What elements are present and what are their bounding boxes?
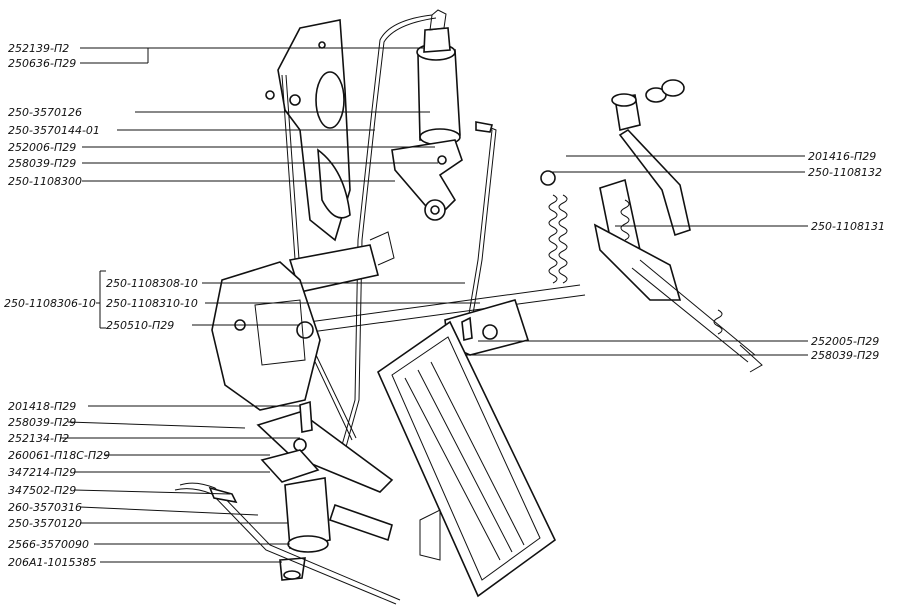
label-250-3570126: 250-3570126 xyxy=(8,106,82,119)
lower-air-cylinder xyxy=(260,449,331,581)
label-252006-p29: 252006-П29 xyxy=(8,141,76,154)
label-260061-p18c-p29: 260061-П18С-П29 xyxy=(8,449,110,462)
label-206a1-1015385: 206А1-1015385 xyxy=(8,556,96,569)
return-spring-left xyxy=(540,170,568,284)
label-250-1108308-10: 250-1108308-10 xyxy=(106,277,198,290)
return-spring-right xyxy=(620,199,723,335)
pedal-link-rod xyxy=(467,121,497,321)
part-labels: 252139-П2 250636-П29 250-3570126 250-357… xyxy=(4,42,885,569)
label-258039-p29-a: 258039-П29 xyxy=(8,157,76,170)
label-250-1108310-10: 250-1108310-10 xyxy=(106,297,198,310)
label-252005-p29: 252005-П29 xyxy=(811,335,879,348)
air-cylinder xyxy=(341,9,461,448)
label-250-1108132: 250-1108132 xyxy=(808,166,882,179)
label-250-3570120: 250-3570120 xyxy=(8,517,82,530)
leader-lines xyxy=(60,47,808,563)
label-201416-p29: 201416-П29 xyxy=(808,150,876,163)
label-250-1108300: 250-1108300 xyxy=(8,175,82,188)
label-347502-p29: 347502-П29 xyxy=(8,484,76,497)
label-250-3570144-01: 250-3570144-01 xyxy=(8,124,100,137)
label-260-3570316: 260-3570316 xyxy=(8,501,82,514)
lower-lever xyxy=(256,400,394,493)
label-250-1108131: 250-1108131 xyxy=(811,220,885,233)
label-252134-p2: 252134-П2 xyxy=(8,432,69,445)
label-201418-p29: 201418-П29 xyxy=(8,400,76,413)
label-252139-p2: 252139-П2 xyxy=(8,42,69,55)
mounting-flange xyxy=(211,261,321,411)
label-347214-p29: 347214-П29 xyxy=(8,466,76,479)
accelerator-pedal xyxy=(376,320,557,598)
label-250-1108306-10: 250-1108306-10 xyxy=(4,297,96,310)
label-258039-p29-b: 258039-П29 xyxy=(8,416,76,429)
cylinder-lever xyxy=(391,139,463,221)
label-250636-p29: 250636-П29 xyxy=(8,57,76,70)
label-250510-p29: 250510-П29 xyxy=(106,319,174,332)
label-258039-p29-c: 258039-П29 xyxy=(811,349,879,362)
label-2566-3570090: 2566-3570090 xyxy=(8,538,89,551)
